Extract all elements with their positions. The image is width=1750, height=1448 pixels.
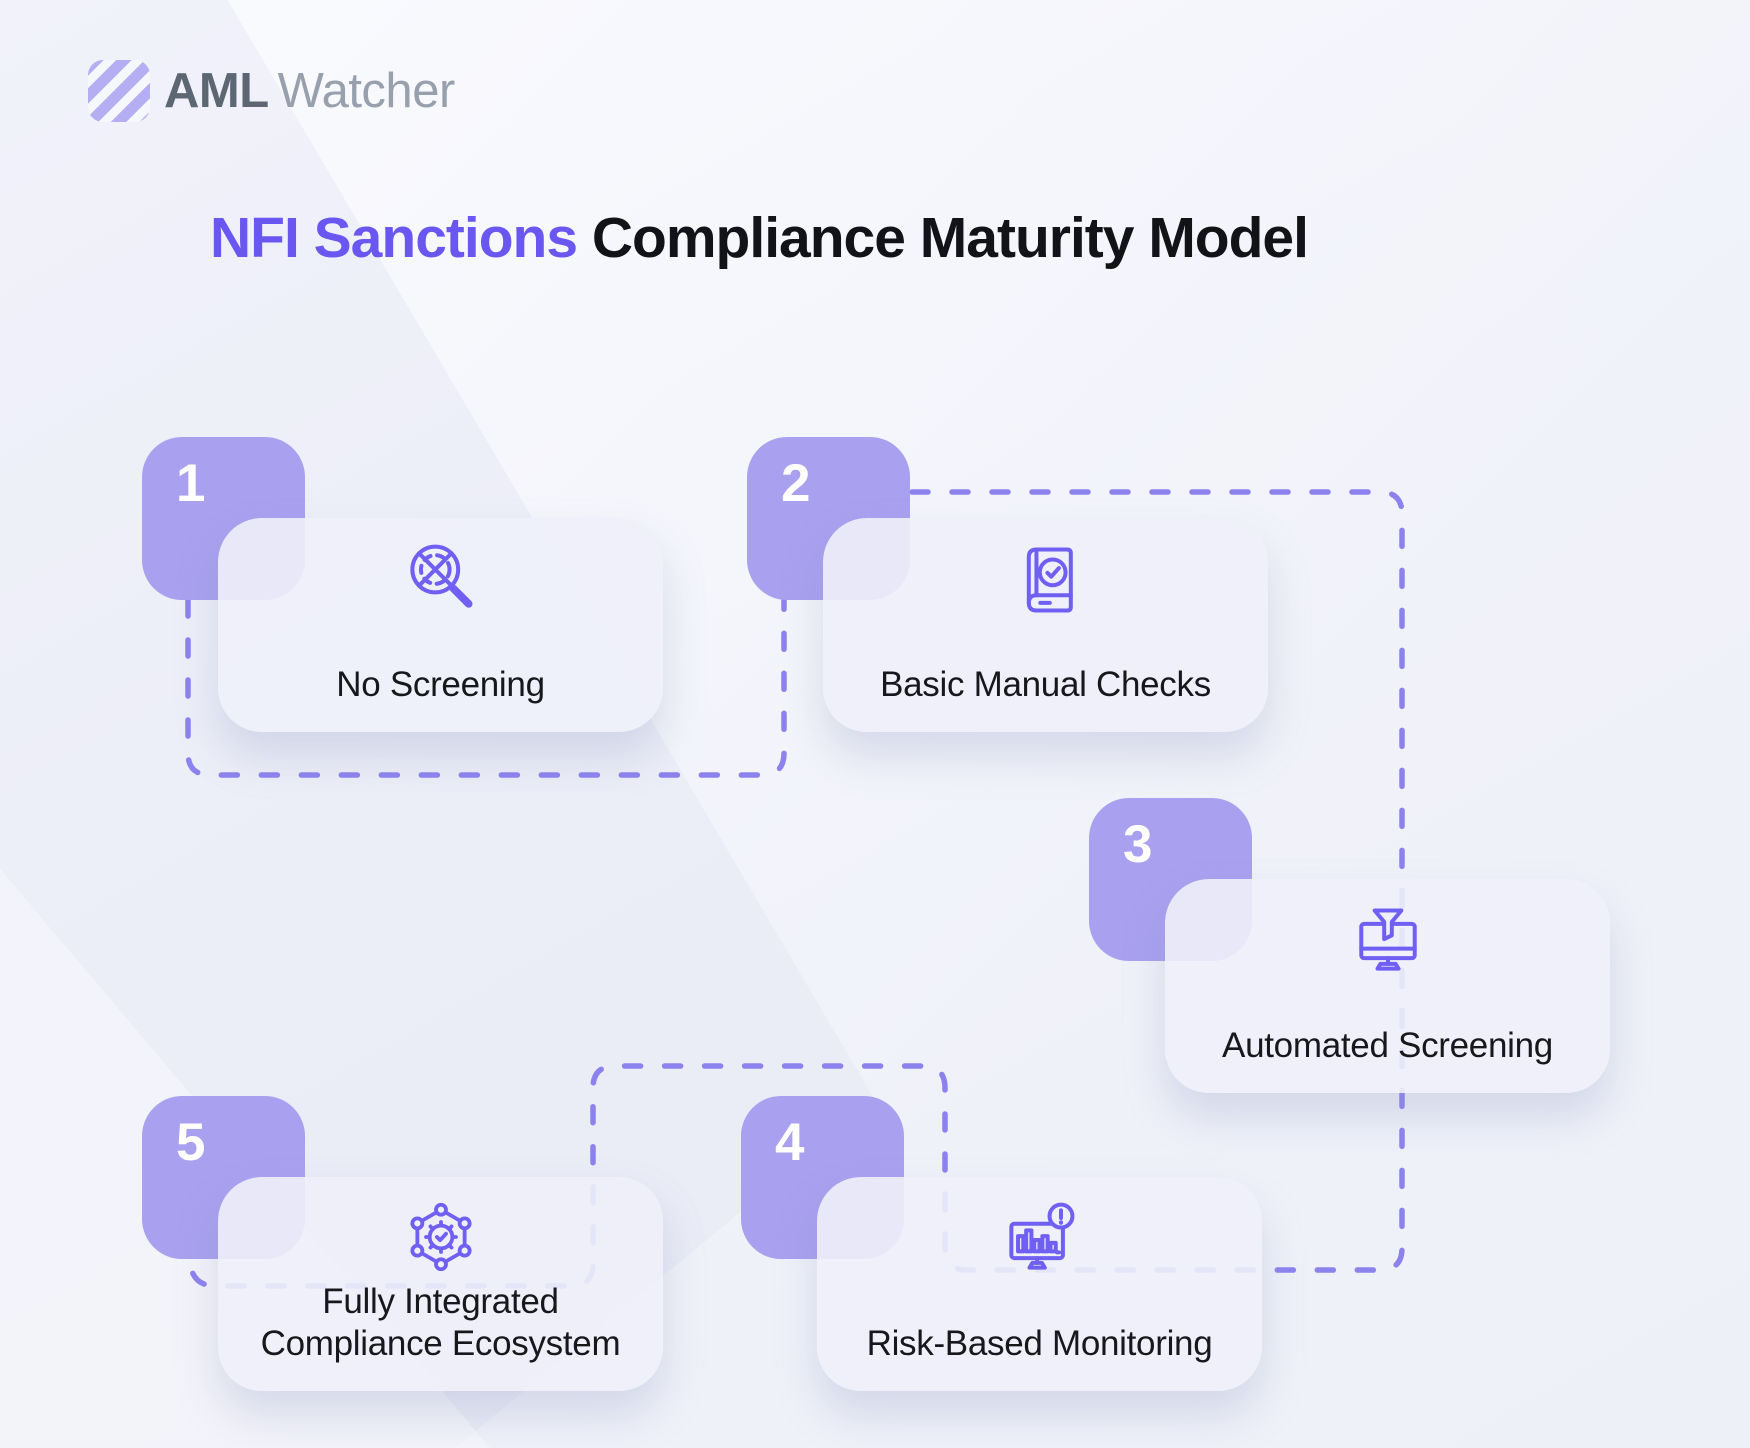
- step-2-card: Basic Manual Checks: [823, 518, 1268, 732]
- step-3-card: Automated Screening: [1165, 879, 1610, 1093]
- step-5-label: Fully Integrated Compliance Ecosystem: [260, 1282, 621, 1363]
- aml-watcher-logo-icon: [88, 60, 150, 122]
- page-title: NFI Sanctions Compliance Maturity Model: [210, 206, 1309, 272]
- hexagon-gear-check-icon: [401, 1197, 481, 1277]
- step-4-number: 4: [775, 1113, 805, 1172]
- step-3-number: 3: [1123, 815, 1153, 874]
- book-check-icon: [1004, 538, 1088, 622]
- logo-brand-light: Watcher: [277, 64, 456, 118]
- step-4-label: Risk-Based Monitoring: [866, 1324, 1213, 1363]
- no-screening-magnifier-icon: [399, 538, 483, 622]
- step-5-number: 5: [176, 1113, 206, 1172]
- step-1-card: No Screening: [218, 518, 663, 732]
- step-5-card: Fully Integrated Compliance Ecosystem: [218, 1177, 663, 1391]
- title-rest: Compliance Maturity Model: [577, 206, 1309, 270]
- step-3-label: Automated Screening: [1222, 1026, 1553, 1065]
- step-2-number: 2: [781, 454, 811, 513]
- monitor-chart-alert-icon: [998, 1197, 1082, 1281]
- monitor-funnel-icon: [1346, 899, 1430, 983]
- step-1-label: No Screening: [336, 665, 545, 704]
- step-2-label: Basic Manual Checks: [880, 665, 1211, 704]
- step-4-card: Risk-Based Monitoring: [817, 1177, 1262, 1391]
- step-1-number: 1: [176, 454, 206, 513]
- logo-brand-bold: AML: [164, 64, 269, 118]
- title-highlight: NFI Sanctions: [210, 206, 578, 270]
